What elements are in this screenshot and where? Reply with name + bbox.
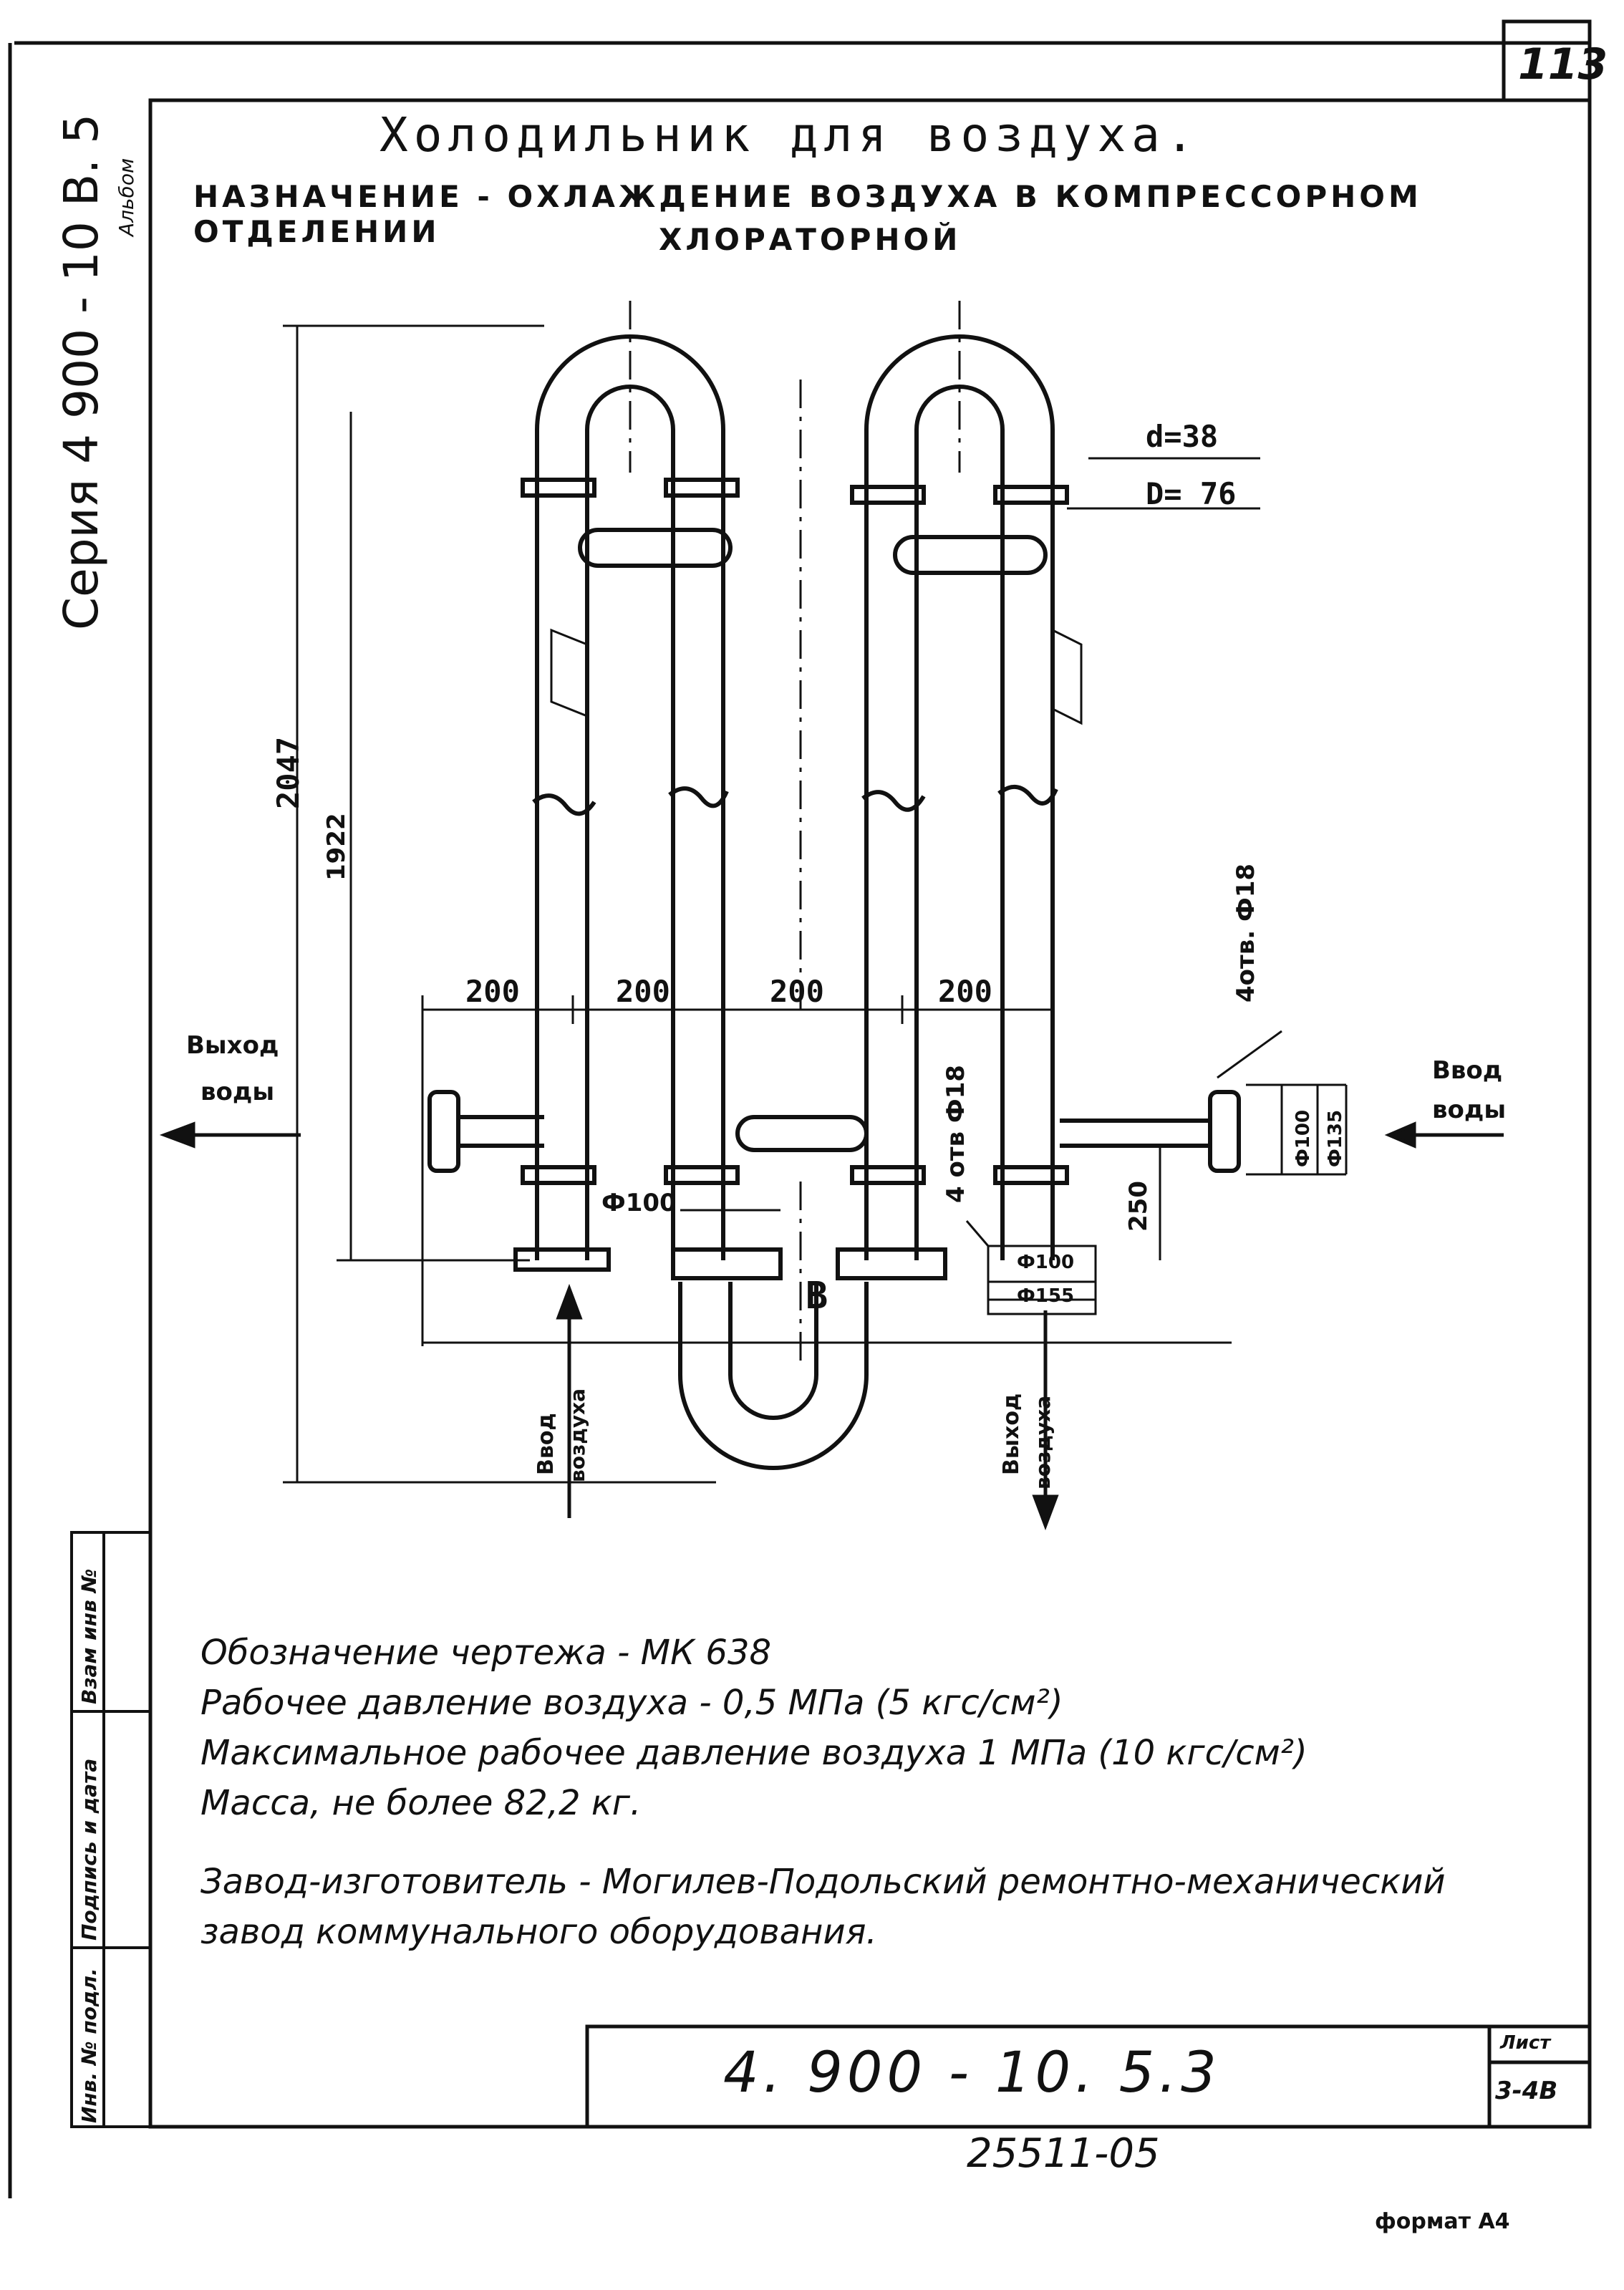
- stamp-replacement: Взам инв №: [77, 1568, 101, 1704]
- dimension-lines: [283, 324, 1348, 1484]
- page-number: 113: [1518, 39, 1608, 90]
- stamp-signature: Подпись и дата: [77, 1758, 101, 1941]
- dim-holes-mid: 4 отв Ф18: [942, 1065, 970, 1203]
- water-in-line-1: Ввод: [1432, 1056, 1503, 1085]
- air-in-line-1: Ввод: [533, 1413, 559, 1475]
- dim-phi155: Ф155: [1017, 1285, 1075, 1307]
- water-in-line-2: воды: [1432, 1096, 1507, 1124]
- weld-hatch: [550, 628, 1083, 725]
- dim-d-inner: d=38: [1146, 419, 1219, 454]
- stamp-inventory: Инв. № подл.: [77, 1968, 101, 2123]
- water-out-line-1: Выход: [186, 1031, 279, 1060]
- purpose-line-2: ХЛОРАТОРНОЙ: [659, 222, 962, 257]
- series-label: Серия 4 900 - 10 В. 5: [54, 113, 109, 630]
- purpose-line-1: НАЗНАЧЕНИЕ - ОХЛАЖДЕНИЕ ВОЗДУХА В КОМПРЕ…: [193, 179, 1422, 249]
- dim-d-outer: D= 76: [1146, 476, 1237, 511]
- centerlines: [629, 301, 961, 1361]
- dim-height-inner: 1922: [322, 813, 351, 881]
- view-letter: В: [806, 1275, 828, 1318]
- dim-phi100-mid: Ф100: [1017, 1252, 1075, 1273]
- note-manufacturer-2: завод коммунального оборудования.: [200, 1912, 877, 1952]
- side-stamp: [70, 1531, 152, 2128]
- handwritten-number: 25511-05: [967, 2130, 1160, 2177]
- dim-spacing-3: 200: [770, 974, 824, 1009]
- drawing-code: 4. 900 - 10. 5.3: [723, 2041, 1221, 2105]
- dim-holes-top: 4отв. Ф18: [1232, 863, 1260, 1003]
- note-mass: Масса, не более 82,2 кг.: [200, 1783, 642, 1823]
- album-label: Альбом: [115, 158, 138, 236]
- flow-arrows: [159, 1121, 1504, 1531]
- sheet-label: Лист: [1500, 2032, 1551, 2054]
- dim-spacing-1: 200: [465, 974, 520, 1009]
- dim-phi100-right: Ф100: [1292, 1109, 1314, 1167]
- air-in-line-2: воздуха: [566, 1388, 589, 1482]
- note-max-pressure: Максимальное рабочее давление воздуха 1 …: [200, 1733, 1308, 1773]
- drawing-title: Холодильник для воздуха.: [380, 107, 1200, 163]
- dim-spacing-2: 200: [616, 974, 670, 1009]
- dim-phi100-left: Ф100: [601, 1189, 677, 1217]
- dim-spacing-4: 200: [938, 974, 992, 1009]
- note-working-pressure: Рабочее давление воздуха - 0,5 МПа (5 кг…: [200, 1683, 1063, 1723]
- dim-phi135-right: Ф135: [1325, 1109, 1346, 1167]
- air-out-line-2: воздуха: [1031, 1395, 1055, 1489]
- sheet-number: 3-4В: [1495, 2077, 1558, 2105]
- dim-height-total: 2047: [271, 736, 306, 809]
- format-label: формат А4: [1375, 2209, 1510, 2234]
- note-manufacturer-1: Завод-изготовитель - Могилев-Подольский …: [200, 1862, 1446, 1902]
- pipes: [427, 334, 1241, 1470]
- dim-offset-250: 250: [1124, 1181, 1153, 1232]
- note-designation: Обозначение чертежа - МК 638: [200, 1633, 772, 1673]
- title-block: [585, 2024, 1592, 2129]
- air-out-line-1: Выход: [999, 1393, 1024, 1475]
- water-out-line-2: воды: [200, 1078, 275, 1106]
